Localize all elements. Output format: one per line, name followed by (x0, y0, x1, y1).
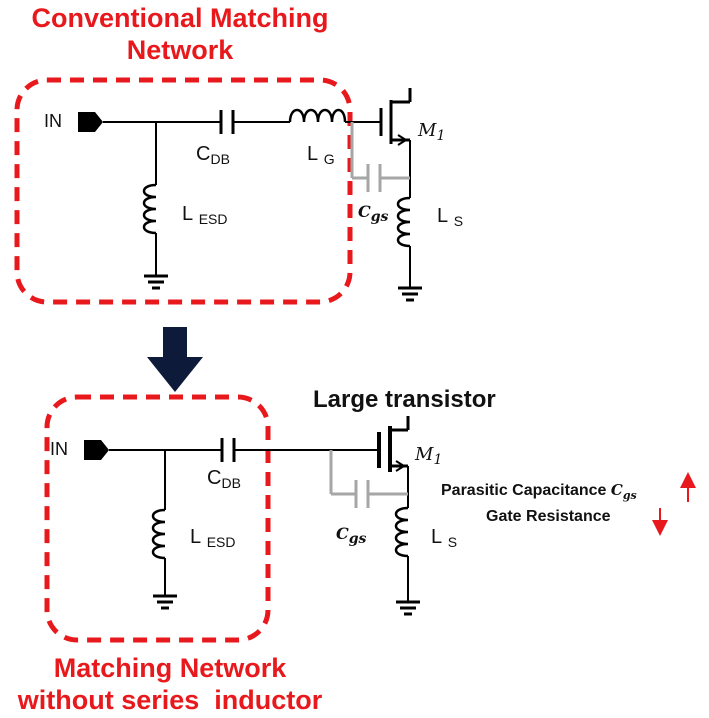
matching-without-inductor-box (44, 394, 271, 643)
top-ls-label-main: L (437, 205, 449, 227)
top-cgs-label-main: C (358, 202, 371, 221)
top-ls-branch (396, 196, 422, 302)
bottom-m1-label-main: M (415, 444, 434, 465)
gate-resistance-note: Gate Resistance (486, 508, 611, 525)
bottom-cgs-parasitic (329, 450, 408, 508)
parasitic-capacitance-text: Parasitic Capacitance (441, 482, 607, 499)
large-transistor-heading: Large transistor (313, 386, 496, 413)
top-cgs-parasitic (350, 122, 410, 192)
top-lg-label-main: L (307, 143, 319, 165)
bottom-cgs-label-main: C (336, 524, 349, 543)
bottom-title: Matching Network without series inductor (0, 652, 340, 716)
top-lg-inductor (288, 108, 347, 123)
conventional-matching-box (14, 77, 353, 305)
top-m1-label: M1 (418, 120, 445, 144)
top-ls-label-sub: S (453, 213, 464, 229)
bottom-cgs-label: Cgs (336, 524, 366, 547)
top-lesd-label-main: L (182, 203, 194, 225)
bottom-lesd-label-sub: ESD (206, 534, 236, 550)
bottom-m1-label-sub: 1 (433, 452, 443, 468)
bottom-title-line2: without series inductor (17, 685, 323, 715)
bottom-m1-transistor (377, 416, 410, 508)
top-in-port-icon (78, 112, 103, 132)
top-ls-label: L S (437, 205, 463, 229)
top-m1-label-main: M (418, 120, 437, 141)
transition-arrow-icon (147, 327, 203, 392)
bottom-cdb-label-sub: DB (221, 475, 241, 491)
bottom-lesd-label-main: L (190, 526, 202, 548)
top-cgs-label: Cgs (358, 202, 388, 225)
top-in-label: IN (44, 111, 62, 131)
bottom-in-label: IN (50, 439, 68, 459)
parasitic-capacitance-note: Parasitic Capacitance Cgs (441, 481, 637, 502)
top-lesd-label-sub: ESD (198, 211, 228, 227)
bottom-ls-branch (394, 506, 420, 616)
top-title-line1: Conventional Matching (31, 3, 329, 33)
bottom-title-line1: Matching Network (53, 653, 287, 683)
bottom-ls-label-sub: S (447, 534, 458, 550)
bottom-lesd-branch (151, 450, 177, 610)
bottom-cdb-label: CDB (207, 467, 241, 491)
top-lesd-branch (142, 122, 168, 290)
top-cdb-label-main: C (196, 143, 211, 165)
top-lg-label-sub: G (323, 151, 335, 167)
top-m1-label-sub: 1 (436, 128, 446, 144)
bottom-cgs-label-sub: gs (348, 531, 367, 547)
bottom-cdb-label-main: C (207, 467, 222, 489)
bottom-m1-label: M1 (415, 444, 442, 468)
top-lg-label: L G (307, 143, 335, 167)
top-lesd-label: L ESD (182, 203, 227, 227)
bottom-cdb-capacitor (220, 438, 236, 462)
top-title: Conventional Matching Network (0, 2, 360, 66)
note-cgs-symbol-main: C (610, 481, 623, 499)
bottom-ls-label-main: L (431, 526, 443, 548)
bottom-in-port-icon (84, 440, 109, 460)
bottom-lesd-label: L ESD (190, 526, 235, 550)
note-cgs-symbol: Cgs (610, 481, 637, 502)
top-cgs-label-sub: gs (370, 209, 389, 225)
note-cgs-symbol-sub: gs (622, 489, 637, 502)
top-title-line2: Network (126, 35, 234, 65)
top-m1-transistor (379, 88, 412, 198)
top-cdb-label: CDB (196, 143, 230, 167)
top-cdb-capacitor (219, 110, 235, 134)
top-cdb-label-sub: DB (210, 151, 230, 167)
bottom-ls-label: L S (431, 526, 457, 550)
